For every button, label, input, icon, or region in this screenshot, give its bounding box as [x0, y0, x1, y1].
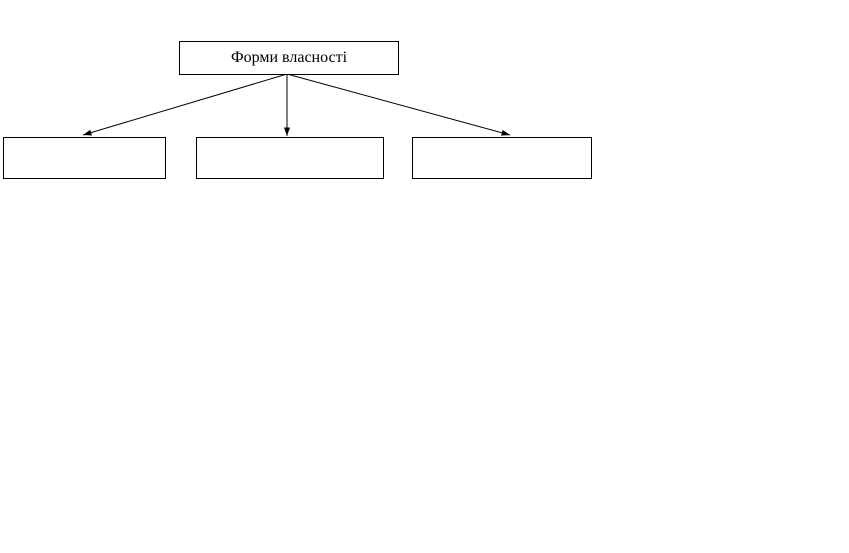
empty-child-box-right[interactable]: [412, 137, 592, 179]
empty-child-box-middle[interactable]: [196, 137, 384, 179]
root-box-forms-of-ownership: Форми власності: [179, 41, 399, 75]
arrow-to-left-box: [82, 73, 288, 136]
empty-child-box-left[interactable]: [3, 137, 166, 179]
root-box-label: Форми власності: [230, 49, 348, 66]
arrow-to-right-box: [286, 73, 511, 136]
